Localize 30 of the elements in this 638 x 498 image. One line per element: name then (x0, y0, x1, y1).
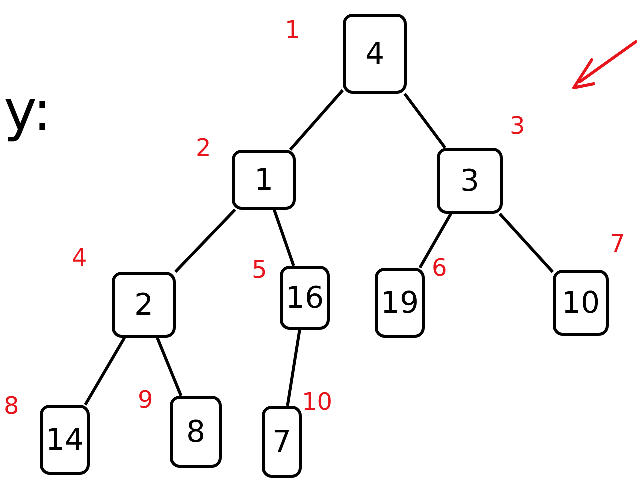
tree-node-box: 1 (232, 150, 296, 210)
tree-node-box: 4 (343, 14, 407, 94)
index-number: 1 (285, 18, 300, 42)
index-number: 7 (610, 232, 626, 256)
index-number: 6 (432, 256, 448, 280)
index-number: 2 (196, 136, 212, 160)
connector-line (156, 337, 183, 397)
tree-node-box: 7 (262, 406, 302, 478)
tree-node-box: 16 (280, 266, 330, 330)
index-number: 4 (72, 246, 88, 270)
connector-line (404, 93, 447, 149)
tree-node-box: 14 (40, 405, 90, 475)
connector-line (84, 337, 126, 406)
connector-line (273, 210, 296, 266)
tree-node-box: 10 (553, 270, 609, 336)
index-number: 9 (138, 388, 154, 412)
tree-node-box: 2 (112, 272, 176, 338)
index-number: 3 (510, 114, 526, 138)
index-number: 8 (4, 394, 20, 418)
connector-line (498, 213, 554, 274)
tree-node-box: 8 (170, 396, 222, 468)
tree-node-box: 3 (437, 148, 503, 214)
connector-line (174, 208, 236, 274)
connector-line (289, 89, 344, 151)
note-text: y: (4, 84, 52, 140)
tree-node-box: 19 (375, 268, 425, 338)
connector-line (286, 330, 302, 406)
index-number: 5 (252, 258, 268, 282)
index-number: 10 (302, 390, 333, 414)
connector-line (418, 213, 452, 269)
